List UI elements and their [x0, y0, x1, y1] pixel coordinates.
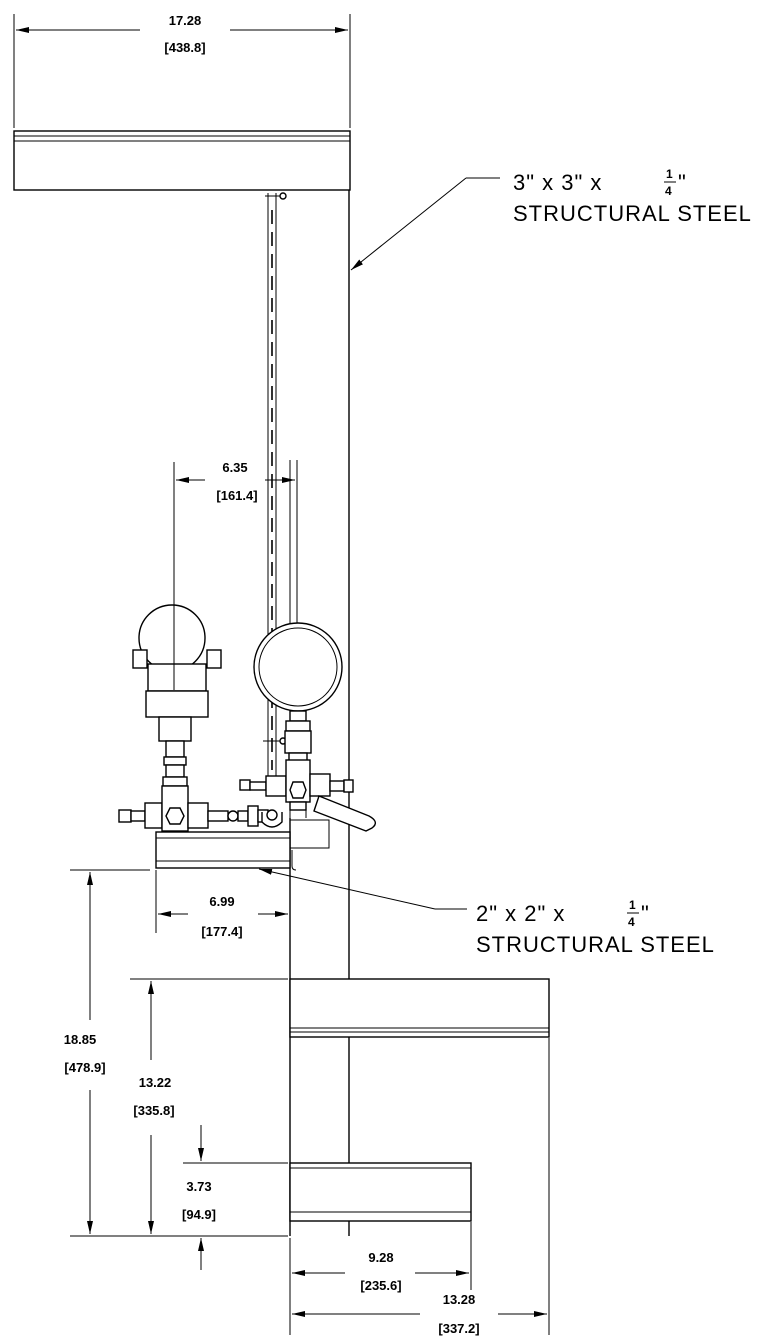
dim-text-lower-arm: 9.28 [235.6]	[360, 1250, 401, 1293]
svg-text:[235.6]: [235.6]	[360, 1278, 401, 1293]
pressure-transmitter	[132, 462, 222, 787]
leader-large-steel	[350, 177, 500, 271]
dim-text-lower-height: 3.73 [94.9]	[182, 1179, 216, 1222]
svg-text:[478.9]: [478.9]	[64, 1060, 105, 1075]
svg-text:4: 4	[628, 915, 635, 929]
dim-arm-lengths-lines	[289, 1038, 550, 1335]
svg-text:6.35: 6.35	[222, 460, 247, 475]
svg-text:STRUCTURAL STEEL: STRUCTURAL STEEL	[513, 201, 752, 226]
svg-text:1: 1	[666, 167, 673, 181]
small-angle-bracket	[155, 819, 330, 871]
svg-text:[161.4]: [161.4]	[216, 488, 257, 503]
svg-text:": "	[678, 170, 687, 195]
svg-text:13.22: 13.22	[139, 1075, 172, 1090]
svg-text:[337.2]: [337.2]	[438, 1321, 479, 1336]
svg-text:18.85: 18.85	[64, 1032, 97, 1047]
gauge-manifold-valve	[239, 759, 377, 832]
svg-text:3.73: 3.73	[186, 1179, 211, 1194]
svg-text:2" x 2" x: 2" x 2" x	[476, 901, 565, 926]
transmitter-manifold-valve	[118, 785, 283, 832]
svg-text:STRUCTURAL STEEL: STRUCTURAL STEEL	[476, 932, 715, 957]
dim-gauge-offset-lines	[173, 460, 298, 483]
dim-text-bracket-width: 6.99 [177.4]	[201, 894, 242, 939]
dim-bracket-width-lines	[155, 870, 288, 933]
dim-vertical-extension-lines	[70, 869, 288, 1237]
dim-text-gauge-offset: 6.35 [161.4]	[216, 460, 257, 503]
svg-text:[94.9]: [94.9]	[182, 1207, 216, 1222]
pressure-gauge	[253, 622, 343, 762]
top-angle-beam	[13, 130, 351, 191]
svg-text:17.28: 17.28	[169, 13, 202, 28]
callout-small-steel: 2" x 2" x 1 4 " STRUCTURAL STEEL	[476, 898, 715, 957]
svg-text:13.28: 13.28	[443, 1292, 476, 1307]
svg-text:[438.8]: [438.8]	[164, 40, 205, 55]
dim-text-upper-height: 13.22 [335.8]	[133, 1075, 174, 1118]
leader-small-steel	[258, 868, 467, 910]
svg-text:[335.8]: [335.8]	[133, 1103, 174, 1118]
svg-text:6.99: 6.99	[209, 894, 234, 909]
svg-text:4: 4	[665, 184, 672, 198]
upper-right-angle-beam	[289, 978, 550, 1038]
callout-large-steel: 3" x 3" x 1 4 " STRUCTURAL STEEL	[513, 167, 752, 226]
dim-text-upper-arm: 13.28 [337.2]	[438, 1292, 479, 1336]
dim-top-width-lines	[13, 14, 351, 128]
svg-text:3" x 3" x: 3" x 3" x	[513, 170, 602, 195]
dim-text-top-width: 17.28 [438.8]	[164, 13, 205, 55]
svg-text:9.28: 9.28	[368, 1250, 393, 1265]
svg-text:[177.4]: [177.4]	[201, 924, 242, 939]
lower-right-angle-beam	[289, 1162, 472, 1222]
dim-text-total-height: 18.85 [478.9]	[64, 1032, 106, 1075]
svg-text:1: 1	[629, 898, 636, 912]
svg-text:": "	[641, 901, 650, 926]
